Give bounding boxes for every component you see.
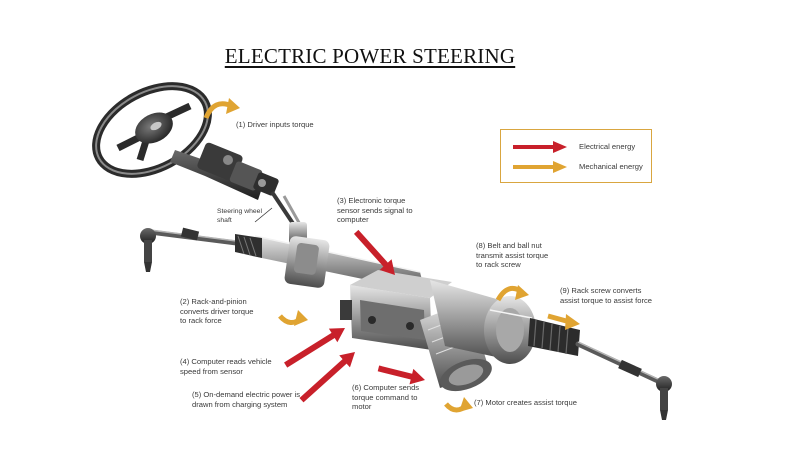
arrow-6 xyxy=(377,365,425,385)
yellow-arrow-icon xyxy=(513,161,567,173)
label-l3-line3: computer xyxy=(337,215,369,224)
ecu-computer xyxy=(340,270,452,350)
steering-wheel xyxy=(92,82,212,178)
label-motor-assist-torque: (7) Motor creates assist torque xyxy=(474,398,577,407)
intermediate-shaft xyxy=(270,190,307,244)
arrow-4 xyxy=(284,328,345,368)
label-computer-sends-command: (6) Computer sends torque command to mot… xyxy=(352,383,419,412)
label-rack-and-pinion: (2) Rack-and-pinion converts driver torq… xyxy=(180,297,253,326)
label-l4-line1: (4) Computer reads vehicle xyxy=(180,357,272,366)
arrow-5 xyxy=(299,352,355,403)
label-l6-line1: (6) Computer sends xyxy=(352,383,420,392)
legend: Electrical energy Mechanical energy xyxy=(500,129,652,183)
legend-item-electrical: Electrical energy xyxy=(509,140,649,154)
label-steering-wheel-shaft-line2: shaft xyxy=(217,216,232,224)
ball-nut-housing xyxy=(430,280,536,364)
label-steering-wheel-shaft: Steering wheel shaft xyxy=(217,208,262,225)
shaft-leader-line xyxy=(254,207,273,223)
red-arrow-icon xyxy=(513,141,567,153)
legend-label-mechanical: Mechanical energy xyxy=(579,162,643,171)
label-l2-line3: to rack force xyxy=(180,316,222,325)
steering-column xyxy=(170,142,279,200)
label-l5-line2: drawn from charging system xyxy=(192,399,288,409)
label-l2-line1: (2) Rack-and-pinion xyxy=(180,297,247,306)
label-steering-wheel-shaft-line1: Steering wheel xyxy=(217,208,262,215)
label-l8-line3: to rack screw xyxy=(476,260,521,269)
label-driver-inputs-torque: (1) Driver inputs torque xyxy=(236,120,314,129)
label-l4-line2: speed from sensor xyxy=(180,366,243,376)
label-l6-line3: motor xyxy=(352,402,372,411)
label-l9-line2: assist torque to assist force xyxy=(560,295,653,305)
arrow-3 xyxy=(353,229,395,275)
label-l6-line2: torque command to xyxy=(352,392,418,402)
label-on-demand-power: (5) On-demand electric power is drawn fr… xyxy=(192,390,300,409)
label-rack-screw: (9) Rack screw converts assist torque to… xyxy=(560,286,652,305)
label-l9-line1: (9) Rack screw converts xyxy=(560,286,642,295)
electrical-arrows xyxy=(284,229,425,403)
label-l3-line2: sensor sends signal to xyxy=(337,205,413,215)
label-computer-reads-speed: (4) Computer reads vehicle speed from se… xyxy=(180,357,272,376)
page-title: ELECTRIC POWER STEERING xyxy=(224,44,516,68)
label-l2-line2: converts driver torque xyxy=(180,306,254,316)
label-l8-line2: transmit assist torque xyxy=(476,250,549,260)
label-l8-line1: (8) Belt and ball nut xyxy=(476,241,542,250)
mechanical-arrowheads xyxy=(226,98,580,412)
legend-label-electrical: Electrical energy xyxy=(579,142,636,151)
label-belt-ball-nut: (8) Belt and ball nut transmit assist to… xyxy=(476,241,548,270)
label-electronic-torque-sensor: (3) Electronic torque sensor sends signa… xyxy=(337,196,413,225)
legend-item-mechanical: Mechanical energy xyxy=(509,160,649,174)
label-l3-line1: (3) Electronic torque xyxy=(337,196,406,205)
label-l5-line1: (5) On-demand electric power is xyxy=(192,390,301,399)
